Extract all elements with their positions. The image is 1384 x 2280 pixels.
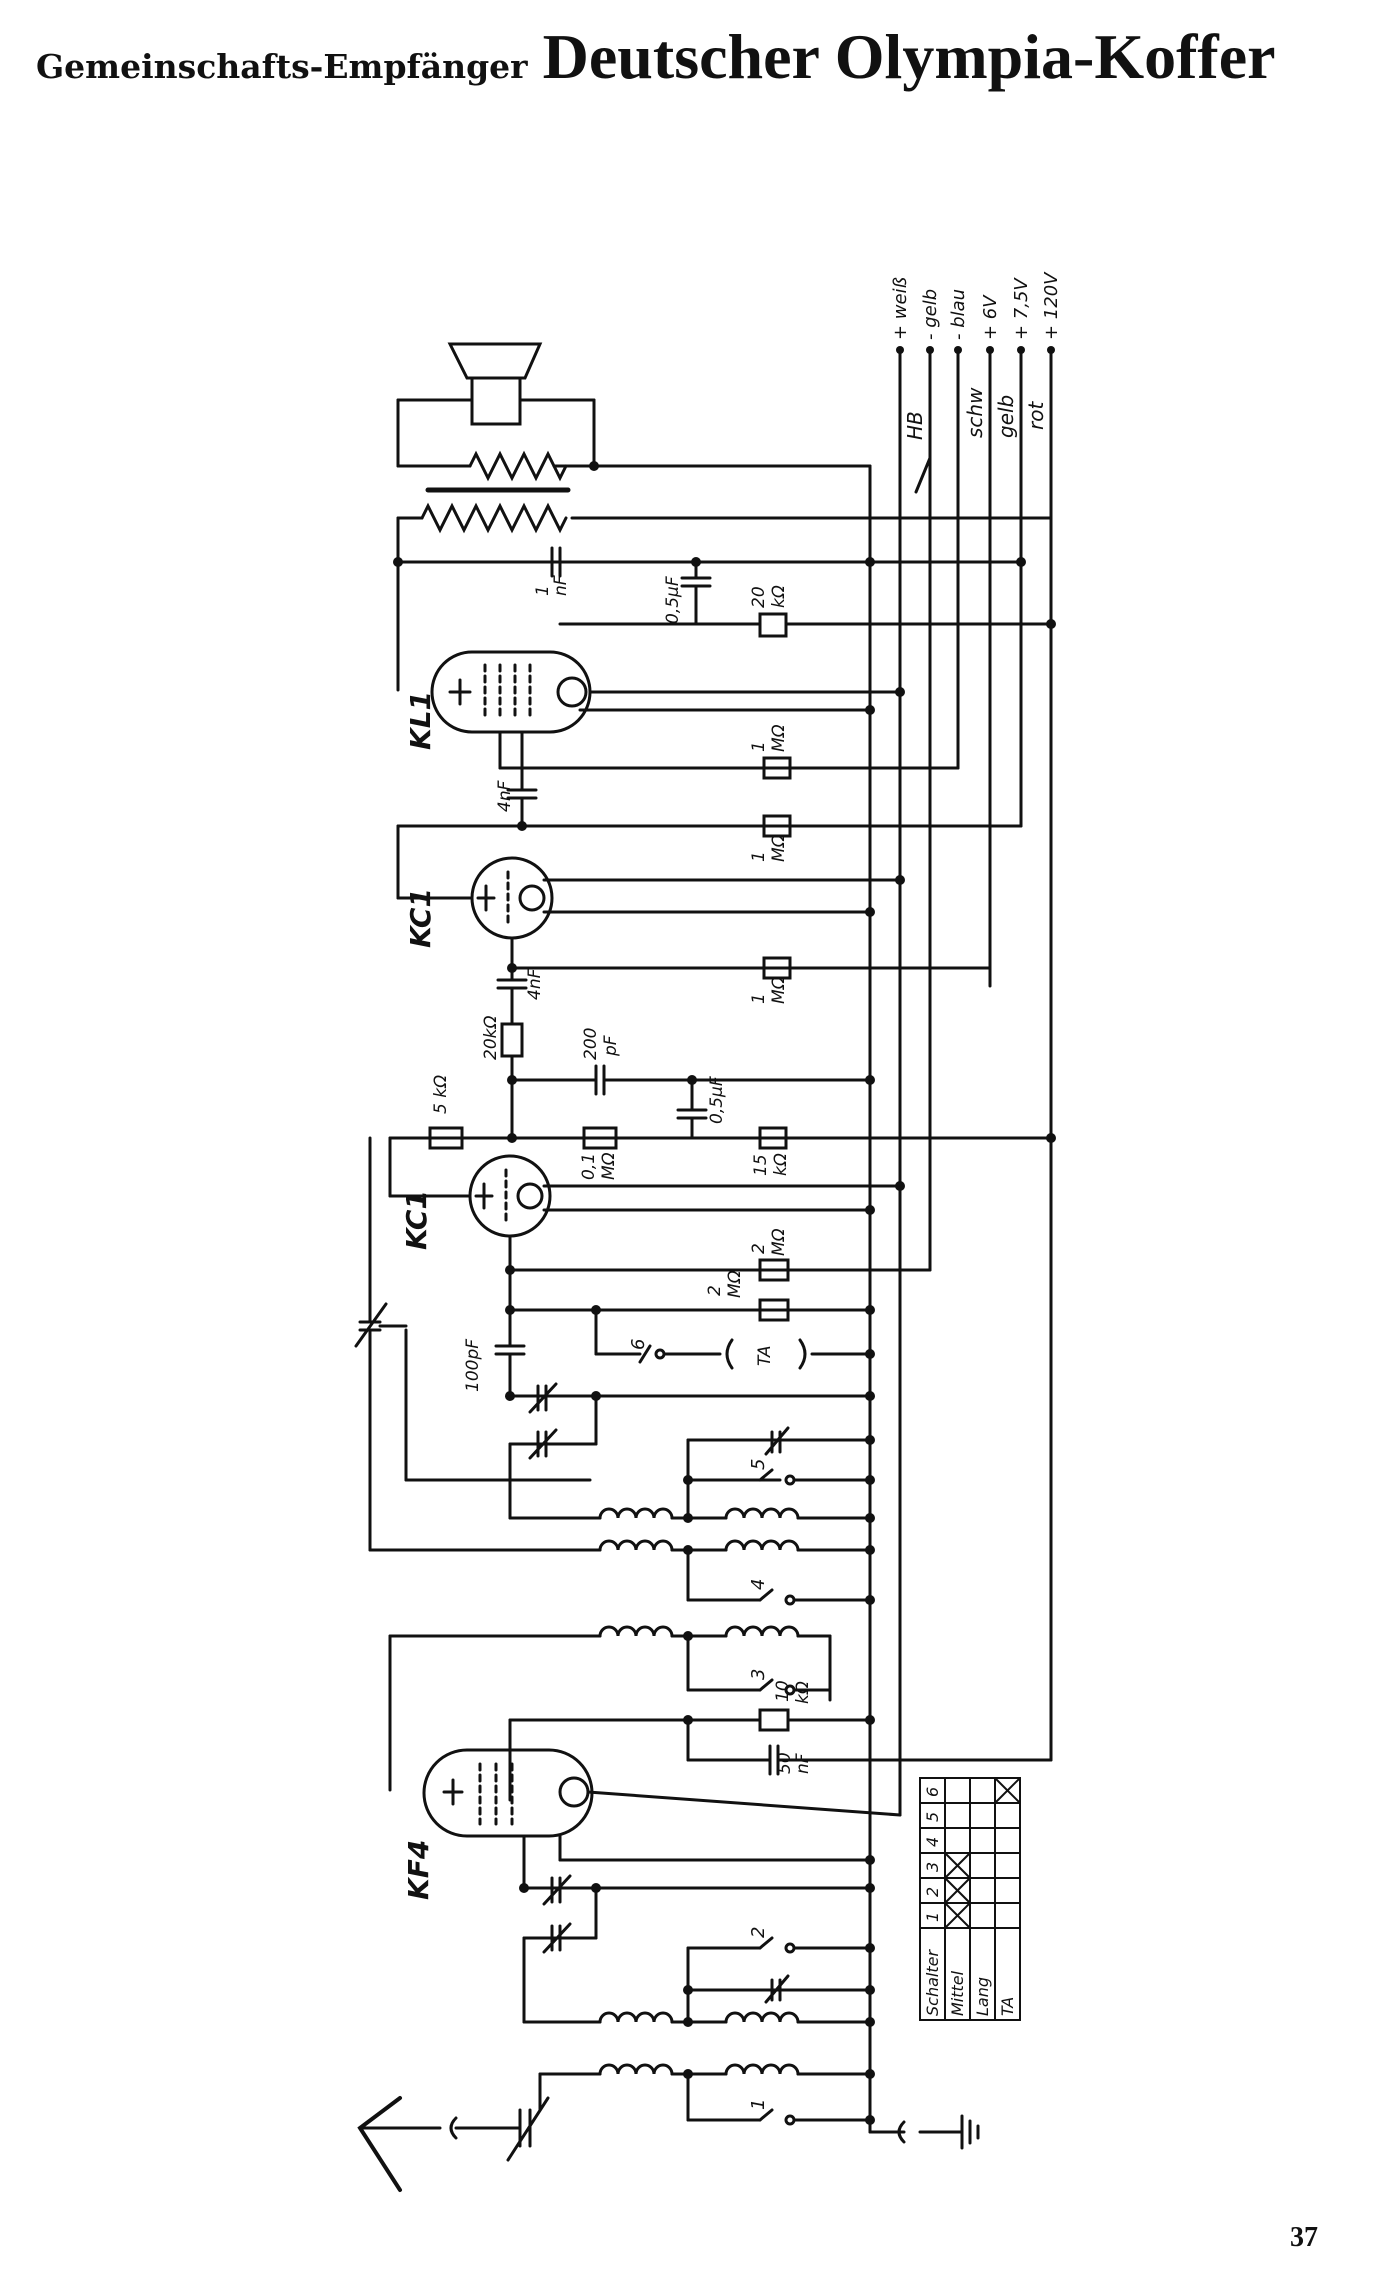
- resistor-10k: [758, 1708, 790, 1732]
- coil-l5: [598, 1625, 674, 1638]
- label-1m-b-unit: MΩ: [769, 834, 789, 862]
- coil-l9: [598, 2063, 674, 2076]
- switch-table-col: 5: [923, 1812, 942, 1822]
- transformer-primary: [420, 502, 568, 534]
- switch-table-col: 2: [923, 1887, 942, 1897]
- switch-table-mark: [994, 1777, 1021, 1804]
- label-20k-unit: kΩ: [769, 585, 789, 608]
- terminal-label: + 120V: [1041, 271, 1062, 340]
- label-tonabnehmer: TA: [755, 1346, 775, 1366]
- switch-table: Schalter 1 2 3 4 5 6 Mittel Lang TA: [919, 1777, 1021, 2021]
- label-20k-value: 20: [749, 586, 769, 608]
- resistor-1m-c: [762, 956, 792, 980]
- label-1m-a-value: 1: [749, 741, 769, 752]
- switch-number: 3: [748, 1669, 769, 1680]
- tube-label-kc1-af: KC1: [404, 888, 437, 948]
- terminal-label: + weiß: [890, 277, 911, 340]
- label-2m-b-value: 2: [705, 1285, 725, 1296]
- label-50nf-unit: nF: [793, 1753, 813, 1774]
- tube-label-kf4: KF4: [402, 1840, 435, 1900]
- resistor-5k: [428, 1126, 464, 1150]
- resistor-20k-b: [500, 1022, 524, 1058]
- label-2m-a-unit: MΩ: [769, 1228, 789, 1256]
- switch-table-col: 4: [923, 1837, 942, 1847]
- label-0-1m-unit: MΩ: [599, 1152, 619, 1180]
- page-subtitle: Gemeinschafts-Empfänger: [36, 47, 528, 86]
- wire-color-label: schw: [963, 387, 987, 438]
- label-1m-b-value: 1: [749, 851, 769, 862]
- terminal-label: + 6V: [980, 294, 1001, 340]
- label-20k-mid: 20kΩ: [481, 1016, 501, 1060]
- resistor-15k: [758, 1126, 788, 1150]
- switch-table-col: 6: [923, 1787, 942, 1797]
- label-15k-unit: kΩ: [771, 1153, 791, 1176]
- switch-table-mark: [944, 1852, 971, 1879]
- label-5k: 5 kΩ: [431, 1075, 451, 1114]
- label-10k-value: 10: [773, 1680, 793, 1702]
- switch-number: 2: [748, 1927, 769, 1938]
- resistor-2m-a: [758, 1258, 790, 1282]
- page-header: Gemeinschafts-Empfänger Deutscher Olympi…: [36, 20, 1356, 110]
- switch-table-mark: [944, 1902, 971, 1929]
- label-200pf-unit: pF: [601, 1035, 621, 1057]
- resistor-2m-b: [758, 1298, 790, 1322]
- label-0-5uf-mid: 0,5µF: [707, 1076, 727, 1124]
- wire-color-label: gelb: [994, 395, 1018, 438]
- switch-number: 4: [748, 1579, 769, 1590]
- tube-label-kl1: KL1: [404, 691, 437, 750]
- label-200pf-value: 200: [581, 1028, 601, 1060]
- terminal-label: - blau: [948, 289, 969, 340]
- tube-label-kc1-det: KC1: [400, 1190, 433, 1250]
- coil-l3: [598, 1539, 674, 1552]
- label-10k-unit: kΩ: [793, 1681, 813, 1704]
- label-100pf: 100pF: [463, 1339, 483, 1392]
- coil-l8: [724, 2011, 800, 2024]
- label-4nf-kc1: 4nF: [525, 968, 545, 1000]
- terminal-label: + 7,5V: [1011, 277, 1032, 340]
- switch-table-col: 1: [923, 1912, 942, 1922]
- switch-number: 1: [748, 2099, 769, 2110]
- switch-number: 6: [628, 1339, 649, 1350]
- label-1m-a-unit: MΩ: [769, 724, 789, 752]
- page-title: Deutscher Olympia-Koffer: [542, 21, 1276, 92]
- switch-table-mark: [944, 1877, 971, 1904]
- wire-color-label: rot: [1024, 401, 1048, 430]
- switch-table-row: Mittel: [948, 1970, 967, 2016]
- antenna-icon: [357, 2096, 402, 2192]
- coil-l4: [724, 1539, 800, 1552]
- label-1m-c-unit: MΩ: [769, 976, 789, 1004]
- resistor-0-1m: [582, 1126, 618, 1150]
- terminal-label: - gelb: [920, 289, 941, 340]
- coil-l7: [598, 2011, 674, 2024]
- label-1nf-unit: nF: [551, 575, 571, 596]
- coil-l2: [724, 1507, 800, 1520]
- switch-table-col: 3: [923, 1862, 942, 1872]
- label-2m-a-value: 2: [749, 1243, 769, 1254]
- label-4nf-kl1: 4nF: [495, 780, 515, 812]
- battery-switch: [914, 456, 932, 494]
- switch-number: 5: [748, 1459, 769, 1470]
- battery-switch-label: HB: [903, 411, 927, 440]
- label-0-5uf-top: 0,5µF: [663, 576, 683, 624]
- resistor-20k: [758, 612, 788, 638]
- speaker-icon: [447, 342, 543, 380]
- resistor-1m-a: [762, 756, 792, 780]
- coil-l1: [598, 1507, 674, 1520]
- coil-l6: [724, 1625, 800, 1638]
- junction-dots: [393, 346, 1056, 2125]
- label-1nf-value: 1: [533, 585, 553, 596]
- switch-table-header: Schalter: [923, 1949, 942, 2016]
- resistor-1m-b: [762, 814, 792, 838]
- label-15k-value: 15: [751, 1154, 771, 1176]
- coil-l10: [724, 2063, 800, 2076]
- switch-table-row: TA: [998, 1997, 1017, 2016]
- label-50nf-value: 50: [775, 1752, 795, 1774]
- label-2m-b-unit: MΩ: [725, 1270, 745, 1298]
- page-number: 37: [1290, 2222, 1318, 2253]
- label-0-1m-value: 0,1: [579, 1153, 599, 1180]
- switch-table-row: Lang: [973, 1977, 992, 2016]
- label-1m-c-value: 1: [749, 993, 769, 1004]
- transformer-secondary: [468, 450, 568, 482]
